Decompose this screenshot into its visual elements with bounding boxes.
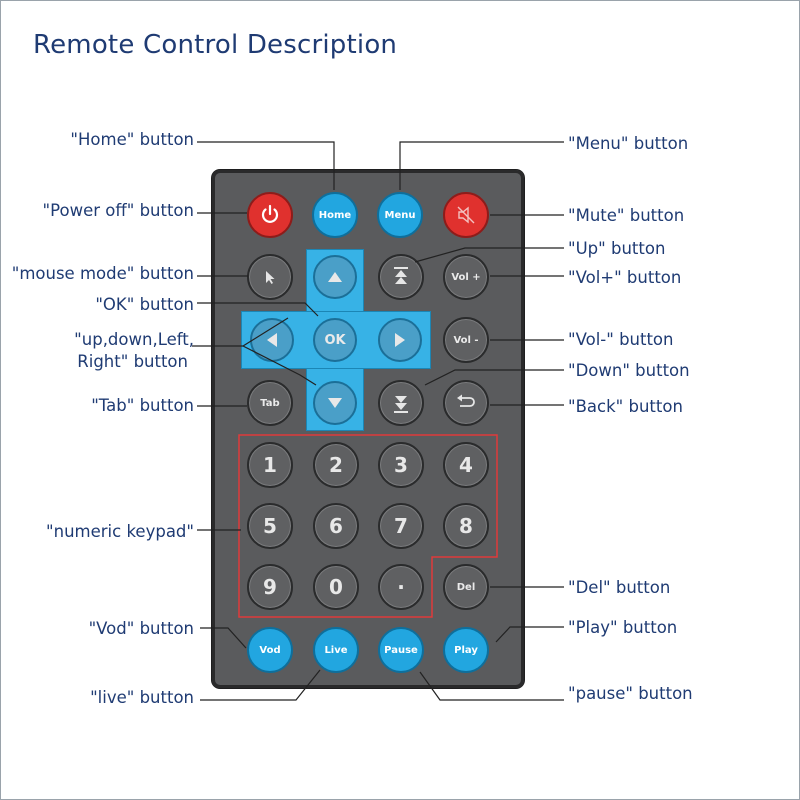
down-arrow-button[interactable]: [313, 381, 357, 425]
key-7[interactable]: 7: [378, 503, 424, 549]
triangle-left-icon: [267, 333, 277, 347]
power-icon: [261, 204, 279, 223]
key-3[interactable]: 3: [378, 442, 424, 488]
label-up-button: "Up" button: [568, 239, 666, 258]
triangle-down-icon: [328, 398, 342, 408]
label-arrows-button-line1: "up,down,Left,: [74, 330, 194, 349]
double-up-icon: [394, 267, 408, 284]
left-arrow-button[interactable]: [250, 318, 294, 362]
label-live-button: "live" button: [90, 688, 194, 707]
label-play-button: "Play" button: [568, 618, 678, 637]
back-button[interactable]: [443, 380, 489, 426]
key-1[interactable]: 1: [247, 442, 293, 488]
page-down-button[interactable]: [378, 380, 424, 426]
volume-down-button[interactable]: Vol -: [443, 317, 489, 363]
right-arrow-button[interactable]: [378, 318, 422, 362]
live-button[interactable]: Live: [313, 627, 359, 673]
label-menu-button: "Menu" button: [568, 134, 689, 153]
label-mouse-mode-button: "mouse mode" button: [11, 264, 194, 283]
page-up-button[interactable]: [378, 254, 424, 300]
label-back-button: "Back" button: [568, 397, 683, 416]
mouse-mode-button[interactable]: [247, 254, 293, 300]
label-home-button: "Home" button: [70, 130, 194, 149]
mute-button[interactable]: [443, 192, 489, 238]
play-button[interactable]: Play: [443, 627, 489, 673]
key-9[interactable]: 9: [247, 564, 293, 610]
label-vol-minus-button: "Vol-" button: [568, 330, 674, 349]
label-del-button: "Del" button: [568, 578, 671, 597]
label-ok-button: "OK" button: [95, 295, 194, 314]
label-pause-button: "pause" button: [568, 684, 693, 703]
vod-button[interactable]: Vod: [247, 627, 293, 673]
key-2[interactable]: 2: [313, 442, 359, 488]
up-arrow-button[interactable]: [313, 255, 357, 299]
tab-button[interactable]: Tab: [247, 380, 293, 426]
page-title: Remote Control Description: [33, 30, 398, 60]
key-0[interactable]: 0: [313, 564, 359, 610]
triangle-right-icon: [395, 333, 405, 347]
label-tab-button: "Tab" button: [91, 396, 194, 415]
key-dot[interactable]: ·: [378, 564, 424, 610]
remote-control-body: [212, 170, 524, 688]
back-arrow-icon: [457, 394, 475, 407]
key-6[interactable]: 6: [313, 503, 359, 549]
label-mute-button: "Mute" button: [568, 206, 685, 225]
label-arrows-button-line2: Right" button: [77, 352, 188, 371]
label-numeric-keypad: "numeric keypad": [46, 522, 194, 541]
mouse-cursor-icon: [266, 271, 275, 284]
key-4[interactable]: 4: [443, 442, 489, 488]
label-vol-plus-button: "Vol+" button: [568, 268, 682, 287]
key-5[interactable]: 5: [247, 503, 293, 549]
menu-button[interactable]: Menu: [377, 192, 423, 238]
ok-button[interactable]: OK: [313, 318, 357, 362]
mute-icon: [457, 206, 475, 224]
label-vod-button: "Vod" button: [88, 619, 194, 638]
power-button[interactable]: [247, 192, 293, 238]
label-power-off-button: "Power off" button: [42, 201, 194, 220]
key-8[interactable]: 8: [443, 503, 489, 549]
double-down-icon: [394, 396, 408, 413]
pause-button[interactable]: Pause: [378, 627, 424, 673]
label-down-button: "Down" button: [568, 361, 690, 380]
home-button[interactable]: Home: [312, 192, 358, 238]
volume-up-button[interactable]: Vol +: [443, 254, 489, 300]
triangle-up-icon: [328, 272, 342, 282]
del-button[interactable]: Del: [443, 564, 489, 610]
